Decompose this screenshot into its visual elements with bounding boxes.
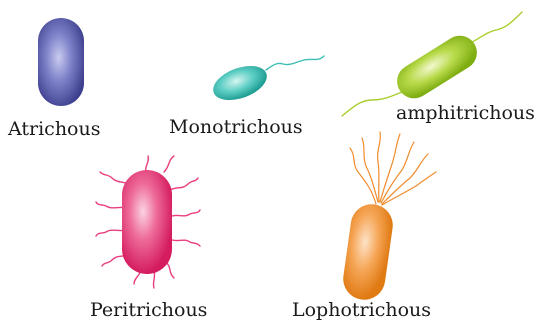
label-atrichous: Atrichous: [8, 120, 101, 139]
peritrichous-flagellum: [96, 202, 126, 208]
lophotrichous-flagellum: [382, 172, 436, 205]
monotrichous-flagellum: [266, 56, 324, 70]
peritrichous-flagellum: [96, 230, 126, 236]
lophotrichous-flagellum: [382, 154, 428, 204]
lophotrichous-flagellum: [350, 148, 376, 204]
amphitrichous-cell: [342, 12, 522, 116]
lophotrichous-flagellum: [378, 132, 381, 202]
peritrichous-flagellum: [166, 262, 174, 278]
peritrichous-flagellum: [172, 210, 200, 216]
amphitrichous-flagellum-lower: [342, 92, 402, 116]
label-monotrichous: Monotrichous: [169, 118, 303, 137]
atrichous-cell: [38, 18, 84, 106]
label-amphitrichous: amphitrichous: [396, 104, 535, 123]
peritrichous-flagellum: [172, 240, 200, 246]
label-lophotrichous: Lophotrichous: [292, 301, 431, 320]
amphitrichous-flagellum-upper: [468, 12, 522, 44]
lophotrichous-flagellum: [362, 138, 378, 202]
peritrichous-flagellum: [170, 178, 198, 190]
peritrichous-flagellum: [164, 156, 174, 172]
lophotrichous-cell: [341, 132, 436, 302]
lophotrichous-flagellum: [381, 142, 414, 203]
label-peritrichous: Peritrichous: [90, 301, 207, 320]
monotrichous-cell: [209, 56, 324, 107]
lophotrichous-flagellum: [380, 134, 400, 202]
peritrichous-cell: [96, 156, 200, 288]
